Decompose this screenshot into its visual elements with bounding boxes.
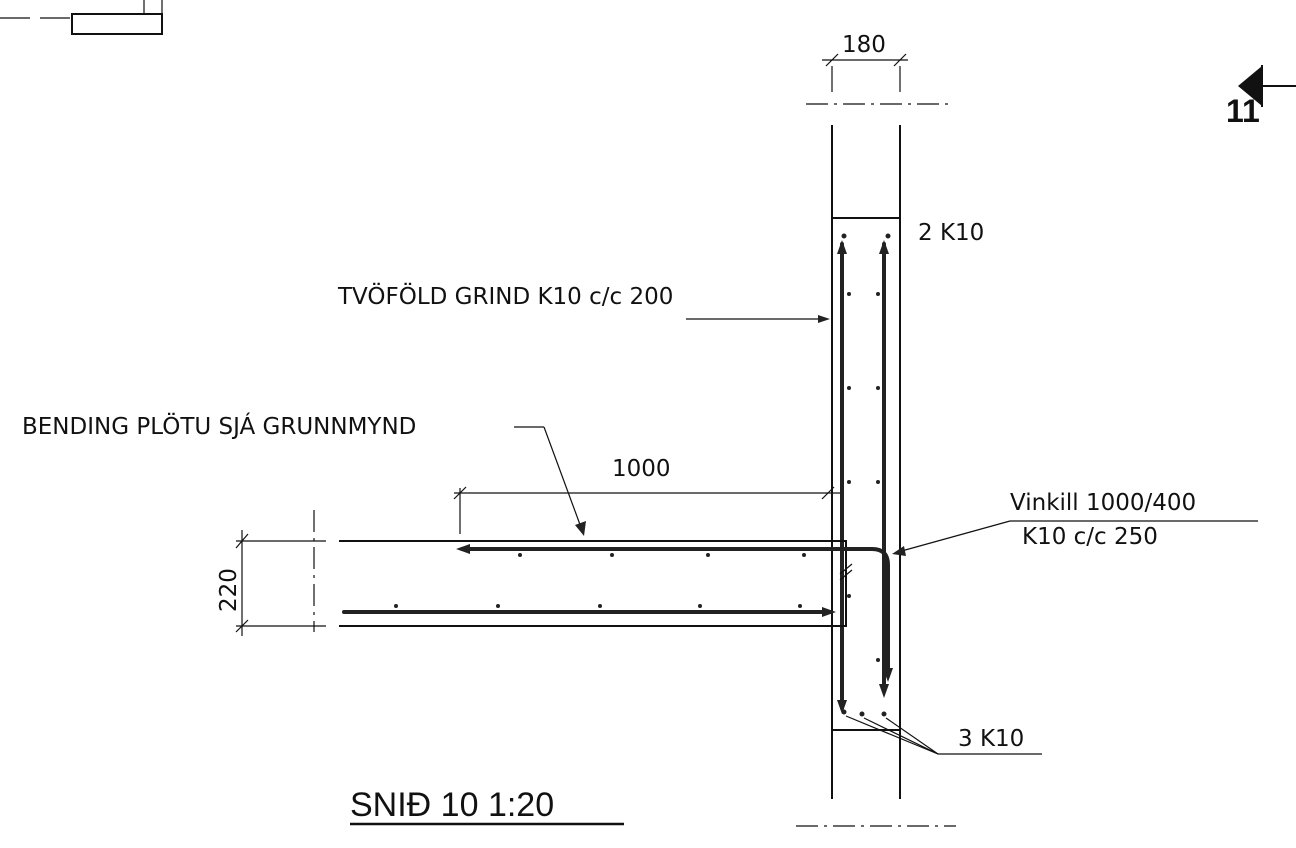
- angle-bar-label-line2: K10 c/c 250: [1022, 524, 1158, 550]
- wall-thickness-dimension: 180: [822, 32, 908, 92]
- slab-rebar: [342, 544, 893, 682]
- wall-rebar: [837, 233, 891, 717]
- slab-length-label: 1000: [612, 456, 671, 482]
- angle-bar-label-line1: Vinkill 1000/400: [1010, 490, 1196, 516]
- slab-thickness-dimension: 220: [216, 510, 326, 636]
- bottom-bars-callout: 3 K10: [845, 715, 1042, 755]
- arrow-left-icon: [1238, 66, 1262, 106]
- slab-length-dimension: 1000: [453, 456, 840, 534]
- adjacent-detail-fragment: [0, 0, 163, 35]
- top-bars-label: 2 K10: [918, 220, 984, 246]
- bottom-bars-label: 3 K10: [958, 726, 1024, 752]
- wall-thickness-label: 180: [842, 32, 886, 58]
- double-mesh-label: TVÖFÖLD GRIND K10 c/c 200: [337, 282, 673, 310]
- section-ref-number: 11: [1226, 93, 1260, 129]
- double-mesh-callout: TVÖFÖLD GRIND K10 c/c 200: [337, 282, 830, 323]
- slab-rebar-callout: BENDING PLÖTU SJÁ GRUNNMYND: [22, 412, 586, 536]
- section-title: SNIÐ 10 1:20: [350, 786, 624, 826]
- section-ref-marker: 11: [1226, 65, 1296, 129]
- angle-bar-callout: Vinkill 1000/400 K10 c/c 250: [892, 490, 1258, 556]
- slab-outline: [339, 540, 853, 627]
- slab-rebar-label: BENDING PLÖTU SJÁ GRUNNMYND: [22, 412, 416, 440]
- section-title-text: SNIÐ 10 1:20: [350, 786, 554, 824]
- slab-thickness-label: 220: [216, 568, 242, 612]
